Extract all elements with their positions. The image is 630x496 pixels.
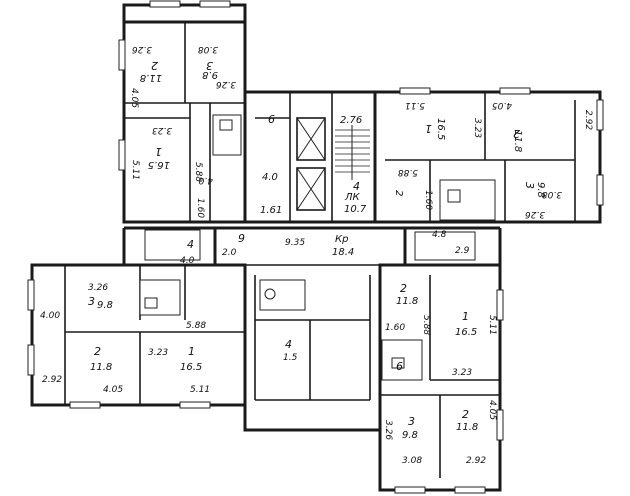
label-a2: 3.08: [198, 44, 218, 54]
label-b4: 2.76: [340, 115, 362, 126]
label-b3: 1.61: [260, 205, 282, 216]
label-c7: 2: [513, 127, 520, 140]
label-f8: 3.23: [452, 368, 472, 378]
label-c4: 1: [425, 122, 432, 135]
label-a8: 4.05: [129, 88, 139, 108]
windows: [27, 0, 604, 494]
label-d12: 16.5: [180, 362, 202, 373]
label-b5: ЛК: [344, 192, 361, 203]
label-c13: 9.8: [535, 182, 546, 198]
label-d13: 5.11: [190, 385, 210, 395]
label-f15: 3.08: [402, 456, 422, 466]
label-a15: 1.60: [195, 198, 205, 218]
label-d5: 9.8: [97, 300, 113, 311]
label-a4: 11.8: [140, 72, 162, 83]
label-c6: 3.23: [472, 118, 482, 138]
label-a12: 5.11: [130, 160, 140, 180]
label-d3: 3.26: [88, 283, 108, 293]
label-e1: 9: [238, 232, 245, 245]
label-d9: 11.8: [90, 362, 112, 373]
label-c11: 1.60: [423, 190, 433, 210]
label-c15: 3.26: [525, 209, 545, 219]
label-a7: 3.26: [216, 79, 236, 89]
label-e2: 2.0: [222, 248, 237, 258]
label-e5: 18.4: [332, 247, 354, 258]
label-a13: 4.0: [198, 175, 213, 185]
label-c9: 5.88: [398, 167, 418, 177]
label-a11: 16.5: [148, 159, 170, 170]
label-a10: 1: [155, 145, 162, 158]
label-d11: 1: [188, 345, 195, 358]
label-d7: 3.23: [148, 348, 168, 358]
label-c5: 16.5: [435, 118, 446, 140]
label-f6: 16.5: [455, 327, 477, 338]
label-f17: 6: [396, 360, 403, 373]
stairs: [296, 117, 370, 211]
label-f5: 1: [462, 310, 469, 323]
label-c1: 5.11: [405, 100, 425, 110]
label-e6: 4: [187, 238, 194, 251]
label-d8: 2: [94, 345, 101, 358]
label-f16: 2.92: [466, 456, 486, 466]
label-b2: 4.0: [262, 172, 278, 183]
label-a5: 3: [206, 59, 213, 72]
label-f9: 4.05: [487, 400, 497, 420]
label-f10: 2: [462, 408, 469, 421]
label-f12: 3.26: [383, 420, 393, 440]
label-c8: 11.8: [512, 130, 523, 152]
label-a6: 9.8: [202, 69, 218, 80]
label-c14: 3.08: [542, 189, 562, 199]
label-g1: 1.5: [283, 353, 298, 363]
label-e4: Кр: [335, 234, 348, 245]
label-c12: 3: [523, 182, 536, 189]
fixtures: [139, 114, 496, 381]
label-a14: 5.88: [193, 162, 203, 182]
label-f2: 11.8: [396, 296, 418, 307]
label-f4: 5.88: [421, 315, 431, 335]
label-a1: 3.26: [132, 44, 152, 54]
label-b1: 6: [268, 113, 275, 126]
label-e3: 9.35: [285, 238, 305, 248]
label-d4: 3: [88, 295, 95, 308]
label-a3: 2: [151, 59, 158, 72]
label-d1: 4.00: [40, 311, 60, 321]
label-a9: 3.23: [152, 125, 172, 135]
label-e7: 4.8: [432, 230, 447, 240]
label-c10: 2: [393, 190, 404, 196]
label-e9: 4.0: [180, 256, 195, 266]
label-d10: 4.05: [103, 385, 123, 395]
label-d6: 5.88: [186, 321, 206, 331]
label-b7: 4: [353, 180, 360, 193]
walls: [30, 3, 602, 492]
label-c2: 4.05: [492, 100, 512, 110]
label-f13: 3: [408, 415, 415, 428]
labels: 3.26 3.08 2 11.8 3 9.8 3.26 4.05 3.23 1 …: [40, 44, 593, 466]
label-d2: 2.92: [42, 375, 62, 385]
label-e8: 2.9: [455, 246, 470, 256]
label-c3: 2.92: [583, 110, 593, 130]
label-g2: 4: [285, 338, 292, 351]
label-f14: 9.8: [402, 430, 418, 441]
label-f3: 1.60: [385, 323, 405, 333]
label-f11: 11.8: [456, 422, 478, 433]
label-f1: 2: [400, 282, 407, 295]
label-b6: 10.7: [344, 204, 367, 215]
label-f7: 5.11: [487, 315, 497, 335]
